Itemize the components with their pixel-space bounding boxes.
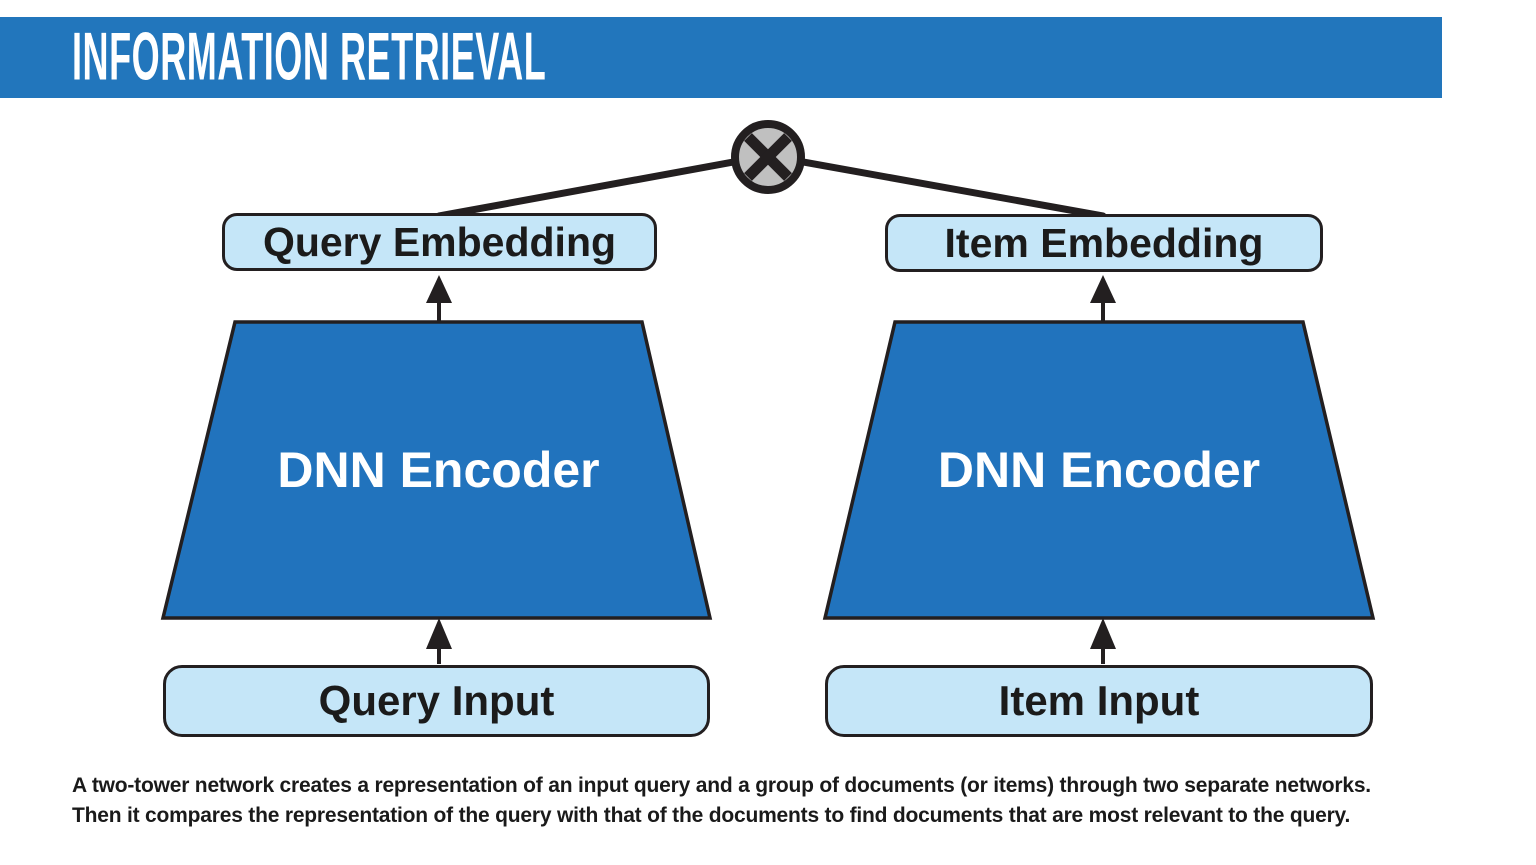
circled-x-stroke-2 [744, 133, 792, 181]
query-up-arrowhead-top [426, 275, 452, 303]
item-up-arrowhead-bottom [1090, 618, 1116, 649]
header-bar: INFORMATION RETRIEVAL [0, 17, 1442, 98]
query-up-arrowhead-bottom [426, 618, 452, 649]
item-up-arrowhead-top [1090, 275, 1116, 303]
connector-query-to-operator [435, 152, 770, 220]
caption: A two-tower network creates a representa… [72, 771, 1432, 831]
query-encoder-trapezoid [160, 320, 713, 620]
caption-line-2: Then it compares the representation of t… [72, 804, 1351, 827]
item-embedding-label: Item Embedding [944, 219, 1264, 266]
query-input-label: Query Input [318, 677, 555, 724]
item-input-box: Item Input [825, 665, 1373, 737]
item-embedding-box: Item Embedding [885, 214, 1323, 272]
caption-line-1: A two-tower network creates a representa… [72, 774, 1371, 797]
item-input-label: Item Input [998, 677, 1200, 724]
query-embedding-box: Query Embedding [222, 213, 657, 271]
query-input-box: Query Input [163, 665, 710, 737]
query-embedding-label: Query Embedding [262, 218, 617, 265]
item-encoder-trapezoid [822, 320, 1376, 620]
connector-item-to-operator [766, 152, 1107, 220]
page-title: INFORMATION RETRIEVAL [72, 17, 547, 94]
